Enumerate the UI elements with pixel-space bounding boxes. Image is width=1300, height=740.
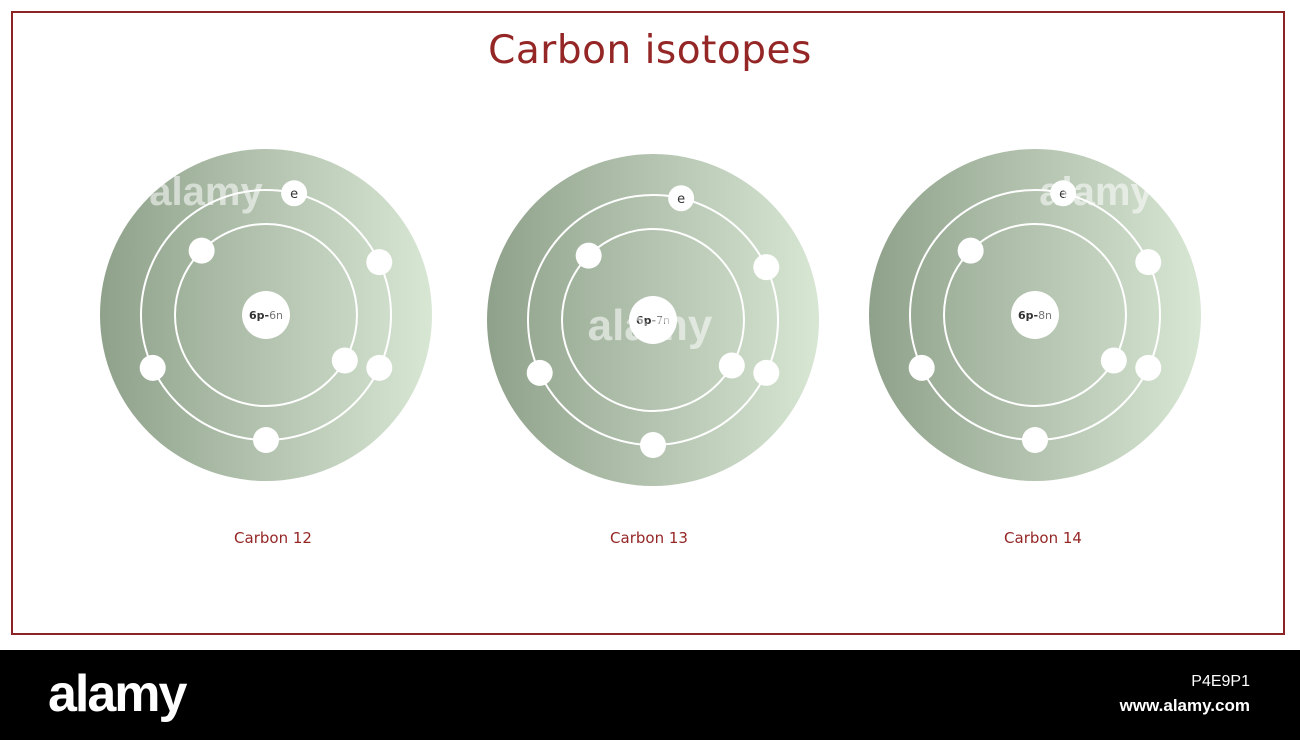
neutron-count: 8n — [1038, 309, 1052, 322]
labeled-electron — [281, 180, 308, 207]
neutron-count: 7n — [656, 314, 670, 327]
electron-label: e — [1059, 187, 1067, 202]
electron — [1100, 347, 1127, 374]
electron — [1135, 249, 1162, 276]
watermark-overlay: alamy — [588, 301, 713, 350]
electron-label: e — [677, 192, 685, 207]
nucleus — [1011, 291, 1059, 339]
electron — [366, 354, 393, 381]
caption-carbon-13: Carbon 13 — [610, 529, 688, 547]
electron — [1022, 427, 1048, 453]
atom-1: e 6p-6n — [100, 149, 432, 481]
nucleus-separator: - — [264, 309, 269, 322]
electron — [640, 432, 666, 458]
watermark-overlay: alamy — [1039, 170, 1153, 214]
electron — [575, 242, 602, 269]
electron — [253, 427, 279, 453]
caption-carbon-14: Carbon 14 — [1004, 529, 1082, 547]
electron-label: e — [290, 187, 298, 202]
electron — [957, 237, 984, 264]
diagram-title: Carbon isotopes — [488, 28, 812, 73]
proton-count: 6p — [636, 314, 652, 327]
watermark-overlay: alamy — [149, 170, 263, 214]
neutron-count: 6n — [269, 309, 283, 322]
atom-2: e 6p-7n — [487, 154, 819, 486]
electron — [188, 237, 215, 264]
electron — [1135, 354, 1162, 381]
inner-orbit — [174, 223, 358, 407]
nucleus-label: 6p-8n — [1018, 309, 1052, 322]
nucleus-separator: - — [1033, 309, 1038, 322]
labeled-electron — [1050, 180, 1077, 207]
watermark-footer: alamy P4E9P1 www.alamy.com — [0, 650, 1300, 740]
watermark-url: www.alamy.com — [1119, 696, 1250, 715]
nucleus-label: 6p-7n — [636, 314, 670, 327]
electron — [753, 359, 780, 386]
labeled-electron — [668, 185, 695, 212]
image-id: P4E9P1 — [1191, 673, 1250, 690]
inner-orbit — [943, 223, 1127, 407]
inner-orbit — [561, 228, 745, 412]
nucleus-label: 6p-6n — [249, 309, 283, 322]
electron — [718, 352, 745, 379]
alamy-logo: alamy — [48, 665, 187, 723]
electron — [753, 254, 780, 281]
electron — [331, 347, 358, 374]
caption-carbon-12: Carbon 12 — [234, 529, 312, 547]
nucleus-separator: - — [651, 314, 656, 327]
proton-count: 6p — [249, 309, 265, 322]
electron — [366, 249, 393, 276]
nucleus — [242, 291, 290, 339]
electron — [526, 359, 553, 386]
proton-count: 6p — [1018, 309, 1034, 322]
nucleus — [629, 296, 677, 344]
electron — [139, 354, 166, 381]
atom-3: e 6p-8n — [869, 149, 1201, 481]
electron — [908, 354, 935, 381]
